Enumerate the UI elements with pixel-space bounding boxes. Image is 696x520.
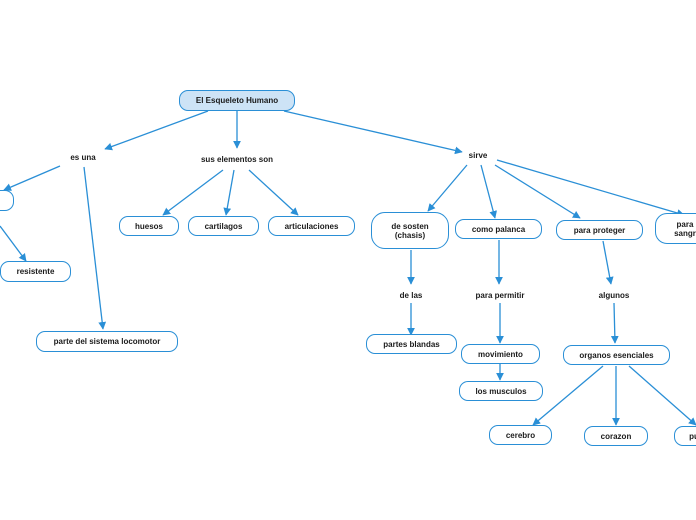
node-para-sangre[interactable]: para sangr (655, 213, 696, 244)
edge-algunos-organos (610, 302, 619, 344)
label-de-las[interactable]: de las (399, 290, 423, 300)
edge-organos-pulmones (628, 365, 696, 426)
label-algunos[interactable]: algunos (598, 290, 630, 300)
edge-esuna-left (3, 165, 61, 191)
node-como-palanca[interactable]: como palanca (455, 219, 542, 239)
edge-elementos-cartilagos (223, 169, 235, 216)
label-para-permitir[interactable]: para permitir (475, 290, 525, 300)
edge-root-esuna (104, 110, 209, 151)
node-parte-sistema-locomotor[interactable]: parte del sistema locomotor (36, 331, 178, 352)
node-pulmones[interactable]: pu (674, 426, 696, 446)
edge-left-resistente (0, 225, 27, 262)
node-corazon[interactable]: corazon (584, 426, 648, 446)
branch-sus-elementos[interactable]: sus elementos son (200, 154, 274, 164)
edge-esuna-parte (83, 166, 107, 330)
node-cartilagos[interactable]: cartilagos (188, 216, 259, 236)
branch-es-una[interactable]: es una (70, 152, 96, 162)
root-node[interactable]: El Esqueleto Humano (179, 90, 295, 111)
edge-elementos-huesos (162, 169, 224, 216)
node-los-musculos[interactable]: los musculos (459, 381, 543, 401)
edge-organos-cerebro (532, 365, 604, 426)
edge-sirve-sangre (496, 159, 685, 217)
node-huesos[interactable]: huesos (119, 216, 179, 236)
edge-elementos-articulaciones (248, 169, 299, 216)
node-resistente[interactable]: resistente (0, 261, 71, 282)
node-partes-blandas[interactable]: partes blandas (366, 334, 457, 354)
node-articulaciones[interactable]: articulaciones (268, 216, 355, 236)
node-cerebro[interactable]: cerebro (489, 425, 552, 445)
edge-sirve-sosten (427, 164, 468, 212)
edge-root-sirve (283, 110, 463, 155)
node-organos-esenciales[interactable]: organos esenciales (563, 345, 670, 365)
edge-proteger-algunos (602, 240, 614, 285)
branch-sirve[interactable]: sirve (468, 150, 488, 160)
node-para-proteger[interactable]: para proteger (556, 220, 643, 240)
node-de-sosten[interactable]: de sosten (chasis) (371, 212, 449, 249)
edge-sirve-proteger (494, 164, 581, 219)
edge-sirve-palanca (480, 164, 497, 219)
node-movimiento[interactable]: movimiento (461, 344, 540, 364)
node-left-partial[interactable] (0, 190, 14, 211)
